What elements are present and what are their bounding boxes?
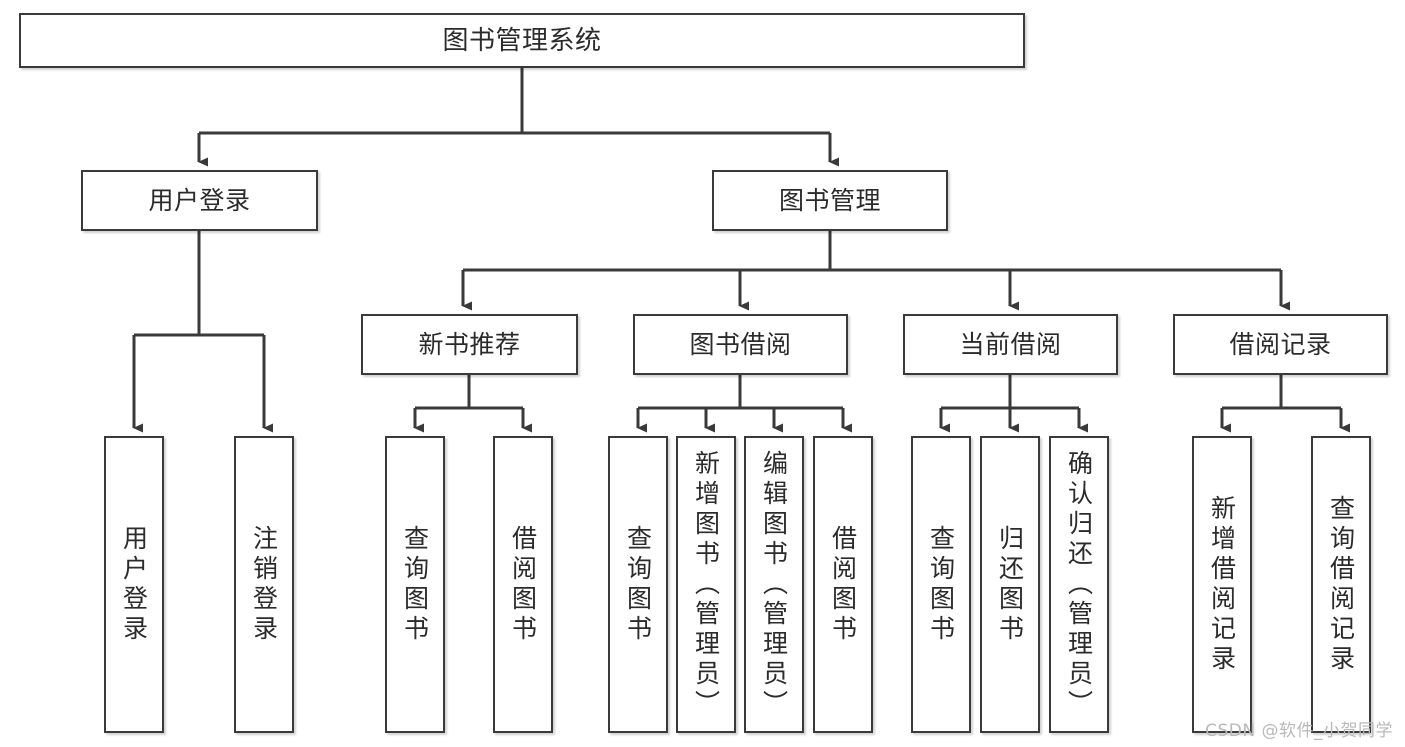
node-label: 查询图书 [623, 524, 653, 645]
node-label: 借阅图书 [828, 524, 858, 645]
node-label: 查询图书 [926, 524, 956, 645]
node-label: 图书管理 [778, 186, 881, 215]
node-label: 用户登录 [119, 524, 149, 645]
node-label: 借阅图书 [508, 524, 538, 645]
node-label: 图书借阅 [689, 330, 792, 359]
node-book-management[interactable]: 图书管理 [712, 170, 948, 231]
leaf-confirm-return-admin[interactable]: 确认归还（管理员） [1049, 436, 1109, 733]
node-label: 查询图书 [400, 524, 430, 645]
node-label: 确认归还（管理员） [1064, 449, 1094, 720]
node-book-borrow[interactable]: 图书借阅 [633, 314, 848, 375]
node-label: 注销登录 [249, 524, 279, 645]
node-label: 借阅记录 [1229, 330, 1332, 359]
node-label: 用户登录 [148, 186, 251, 215]
watermark-text: CSDN @软件_小贺同学 [1205, 721, 1393, 741]
node-new-book-recommend[interactable]: 新书推荐 [361, 314, 578, 375]
leaf-add-book-admin[interactable]: 新增图书（管理员） [676, 436, 736, 733]
leaf-query-book-borrow[interactable]: 查询图书 [608, 436, 668, 733]
leaf-query-book-current[interactable]: 查询图书 [911, 436, 971, 733]
leaf-return-book[interactable]: 归还图书 [980, 436, 1040, 733]
leaf-borrow-book[interactable]: 借阅图书 [813, 436, 873, 733]
leaf-logout[interactable]: 注销登录 [234, 436, 294, 733]
leaf-edit-book-admin[interactable]: 编辑图书（管理员） [744, 436, 804, 733]
node-user-login[interactable]: 用户登录 [81, 170, 318, 231]
leaf-user-login[interactable]: 用户登录 [104, 436, 164, 733]
leaf-query-book-recommend[interactable]: 查询图书 [385, 436, 445, 733]
leaf-query-borrow-record[interactable]: 查询借阅记录 [1311, 436, 1371, 733]
node-label: 查询借阅记录 [1326, 494, 1356, 675]
node-label: 新增借阅记录 [1207, 494, 1237, 675]
node-current-borrow[interactable]: 当前借阅 [903, 314, 1118, 375]
leaf-borrow-book-recommend[interactable]: 借阅图书 [493, 436, 553, 733]
node-label: 归还图书 [995, 524, 1025, 645]
node-label: 新书推荐 [418, 330, 521, 359]
node-label: 编辑图书（管理员） [759, 449, 789, 720]
node-borrow-record[interactable]: 借阅记录 [1173, 314, 1388, 375]
node-label: 新增图书（管理员） [691, 449, 721, 720]
leaf-add-borrow-record[interactable]: 新增借阅记录 [1192, 436, 1252, 733]
node-label: 图书管理系统 [442, 25, 602, 56]
node-label: 当前借阅 [959, 330, 1062, 359]
node-root-book-management-system[interactable]: 图书管理系统 [19, 13, 1025, 68]
